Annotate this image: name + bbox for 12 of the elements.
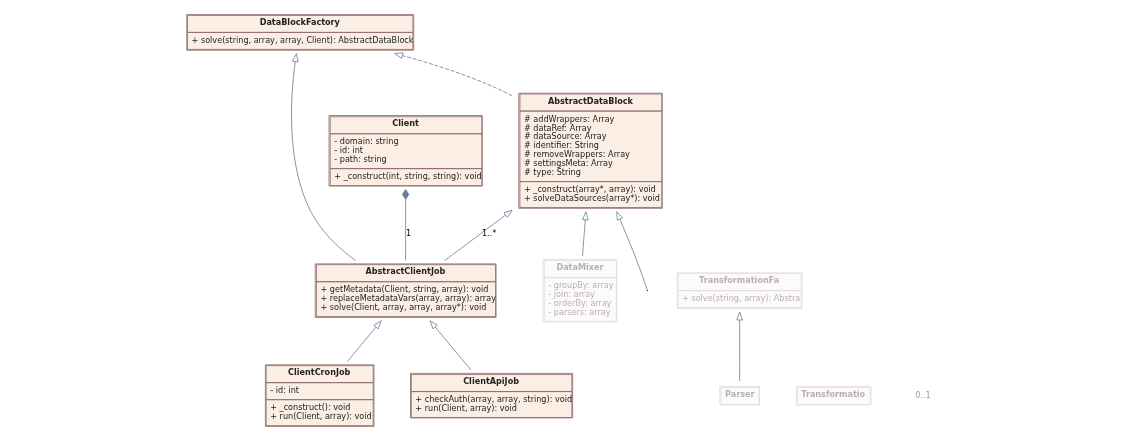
arrow [735,311,743,382]
edge-label: 1 [405,227,411,238]
arrow [615,211,648,291]
arrow [443,209,513,261]
edge-label: 1..* [481,227,496,238]
label: 0..1 [914,389,931,400]
arrow [346,320,382,362]
arrow [581,211,588,257]
connector [401,189,409,261]
arrow [429,320,471,371]
arrow [290,53,356,261]
arrow [393,52,512,97]
